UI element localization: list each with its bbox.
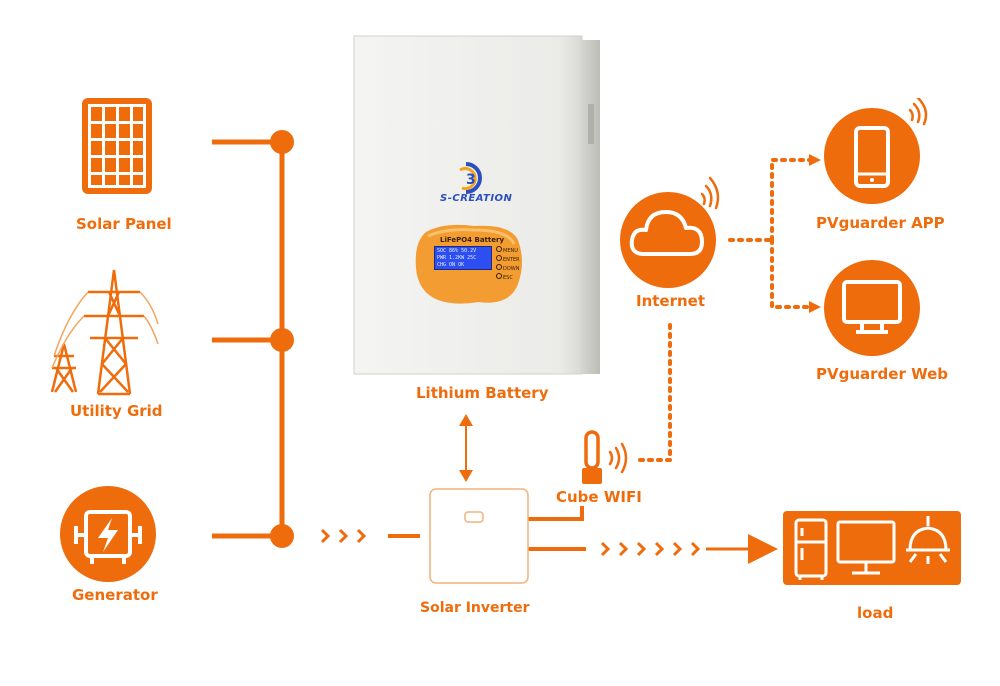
battery-button-enter[interactable]: ENTER [496,255,520,264]
web-arrowhead [809,301,821,313]
lcd-line-3: CHG ON OK [437,262,465,268]
lcd-line-1: SOC 86% 50.2V [437,248,477,254]
flow-chevrons-to-load [600,541,701,557]
wifi-to-internet-dots [638,323,672,462]
solar-inverter-label: Solar Inverter [420,600,530,616]
battery-button-menu[interactable]: MENU [496,246,520,255]
monitor-icon [824,260,920,356]
battery-panel-title: LiFePO4 Battery [440,236,505,244]
lithium-battery-label: Lithium Battery [416,384,549,402]
battery-brand-text: S-CREATION [440,193,513,204]
flow-chevrons-to-inverter [320,528,367,544]
branch-to-web-dots [770,238,812,309]
smartphone-icon [824,98,928,204]
solar-inverter-box [429,488,529,584]
lithium-battery-image [353,35,600,375]
cube-wifi-label: Cube WIFI [556,488,642,506]
app-arrowhead [809,154,821,166]
dotted-links [638,158,812,462]
solar-panel-icon [82,98,152,194]
utility-grid-label: Utility Grid [70,402,163,420]
load-label: load [857,604,894,622]
appliances-icon [783,511,961,585]
power-tower-icon [50,269,159,396]
solar-panel-label: Solar Panel [76,215,172,233]
battery-brand-logo: 3 [459,162,482,194]
battery-lcd: SOC 86% 50.2V PWR 1.2KW 25C CHG ON OK [434,246,492,270]
battery-buttons: MENU ENTER DOWN ESC [496,246,520,282]
pvguarder-web-label: PVguarder Web [816,365,948,383]
internet-label: Internet [636,292,706,310]
bus-node-bottom [270,524,294,548]
bus-node-top [270,130,294,154]
branch-to-app-dots [770,158,812,242]
bus-node-middle [270,328,294,352]
lcd-line-2: PWR 1.2KW 25C [437,255,477,261]
battery-button-down[interactable]: DOWN [496,264,520,273]
generator-icon [60,486,156,582]
battery-inverter-arrow [459,414,473,482]
pvguarder-app-label: PVguarder APP [816,214,945,232]
generator-label: Generator [72,586,158,604]
inverter-wifi-line [528,506,584,521]
cloud-icon [620,176,720,288]
wifi-dongle-icon [582,430,628,484]
battery-button-esc[interactable]: ESC [496,273,520,282]
svg-text:3: 3 [466,172,476,188]
